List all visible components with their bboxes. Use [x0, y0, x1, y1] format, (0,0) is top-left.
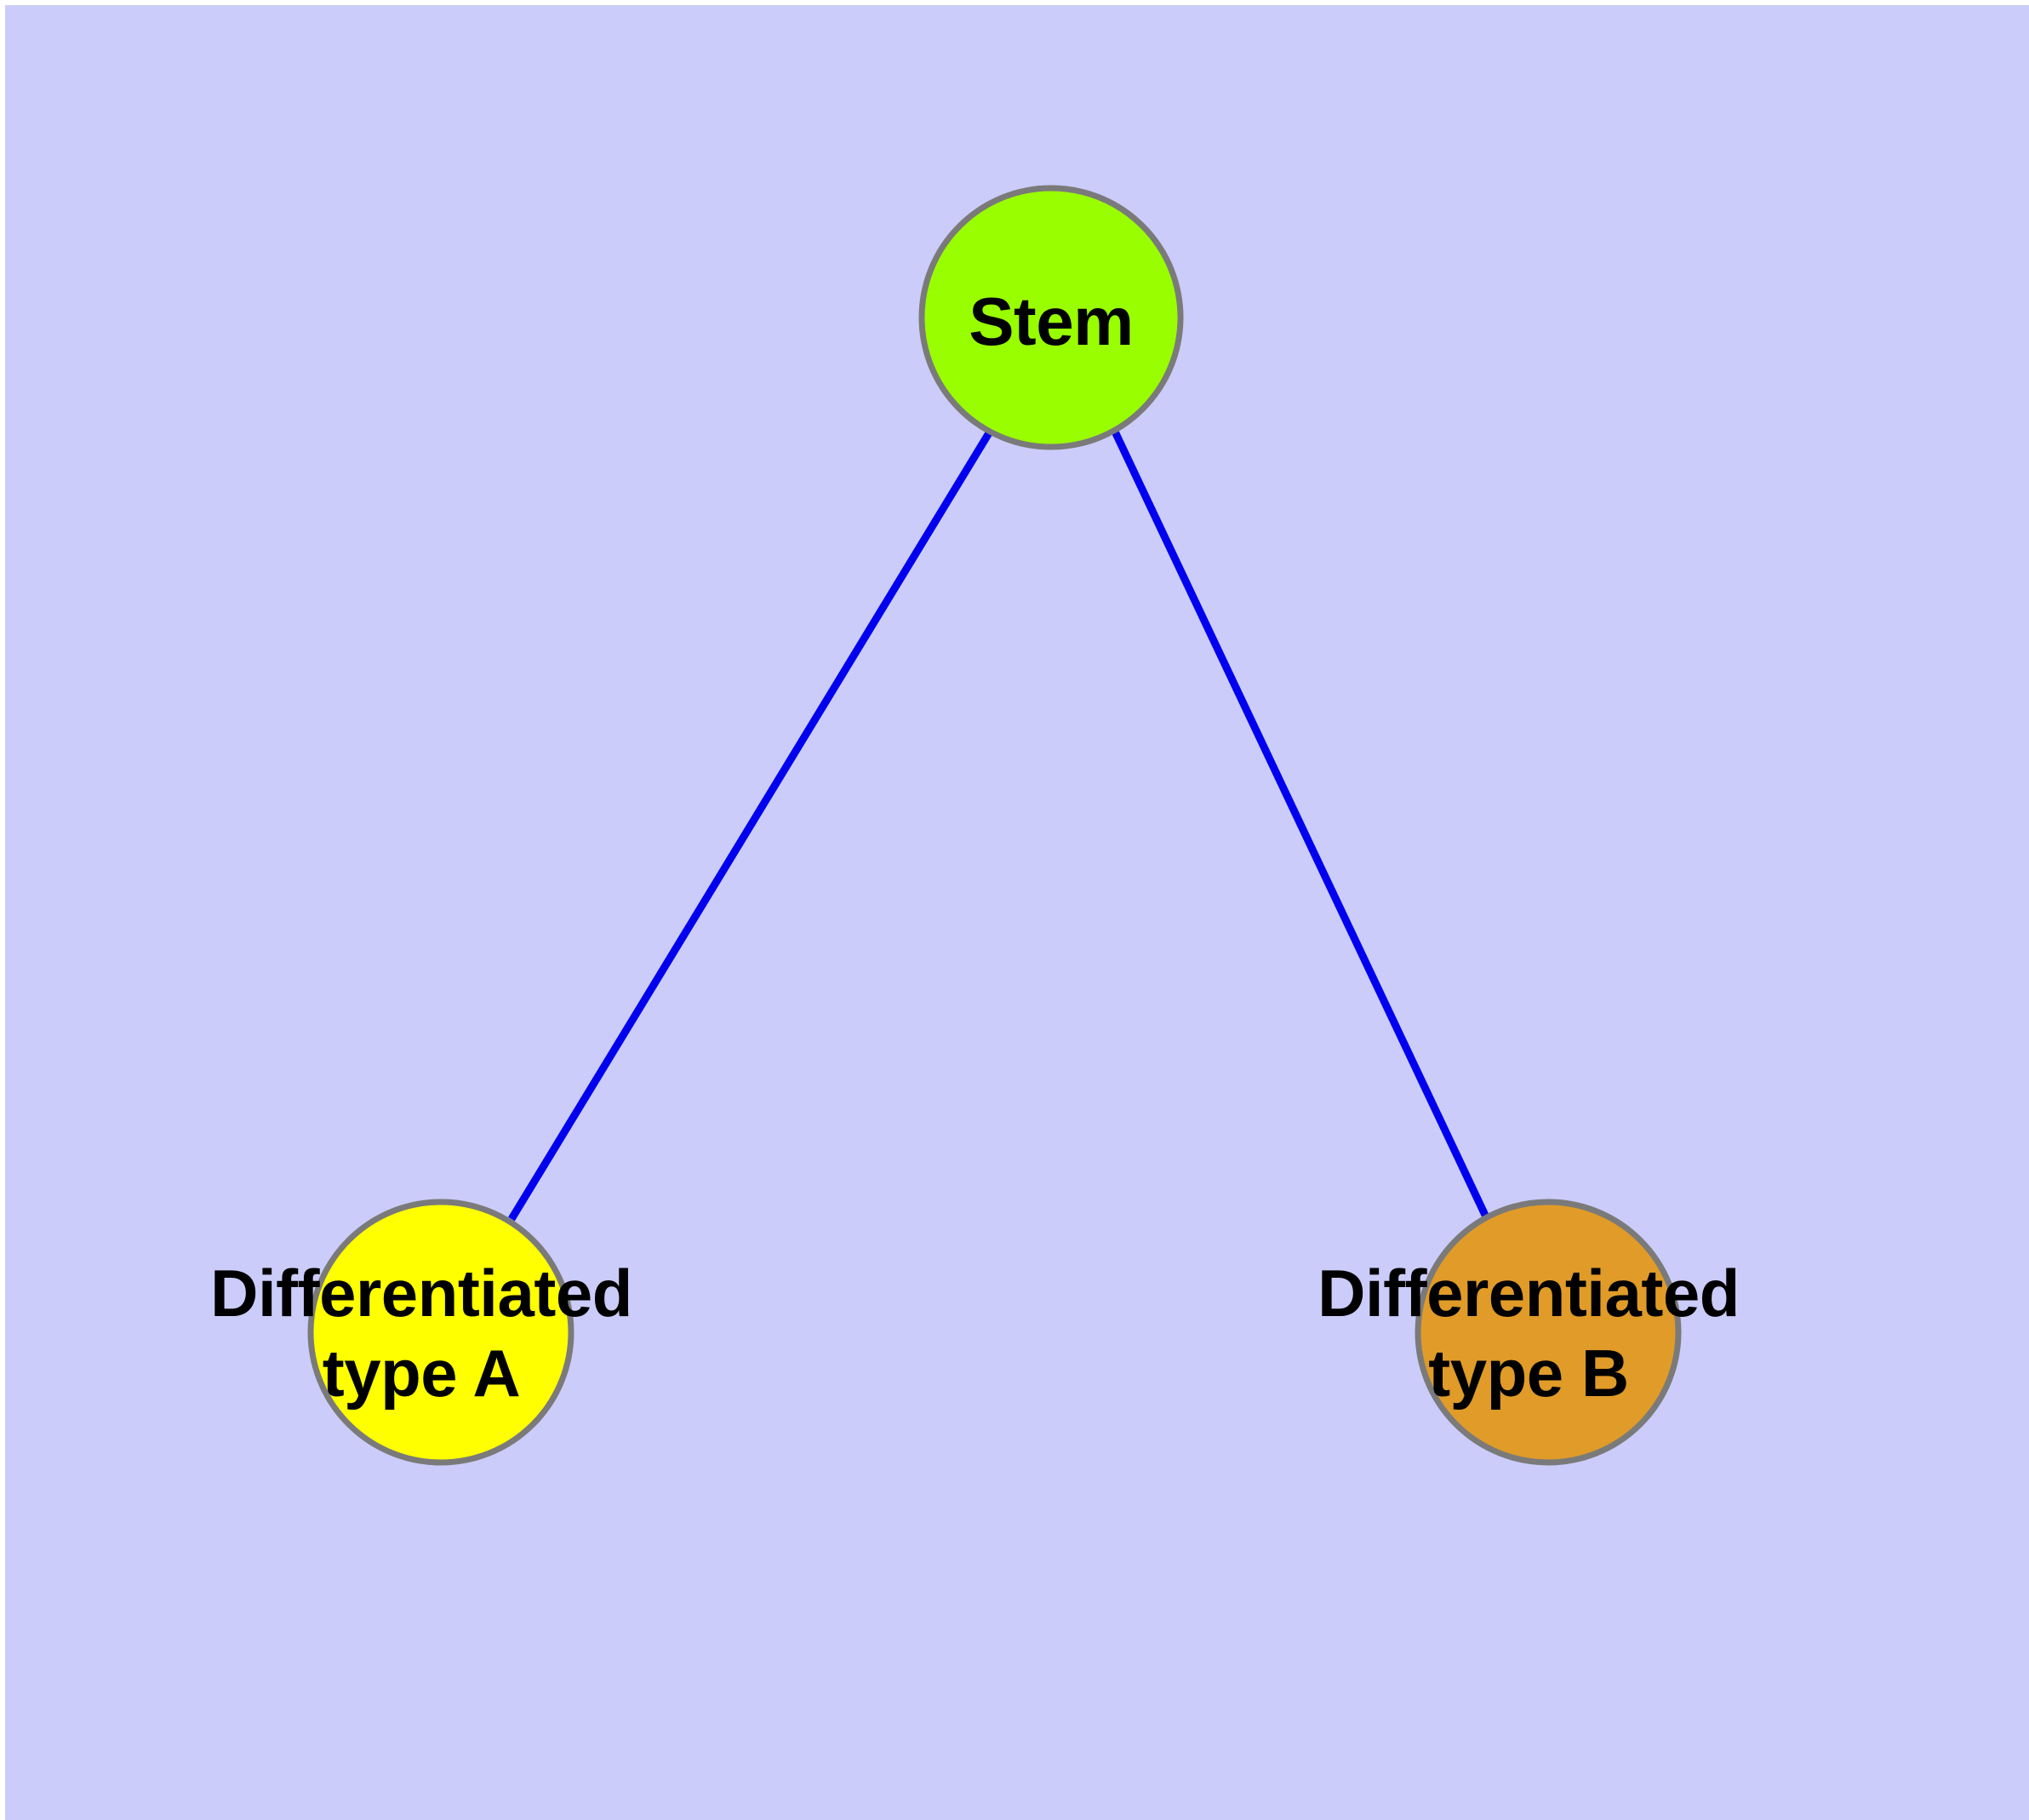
node-layer	[307, 185, 1682, 1466]
node-circle-differentiated-type-a[interactable]	[307, 1199, 574, 1466]
node-circle-differentiated-type-b[interactable]	[1415, 1199, 1682, 1466]
edge-stem-to-differentiated-type-b[interactable]	[1111, 430, 1494, 1226]
edge-stem-to-differentiated-type-a[interactable]	[508, 429, 993, 1222]
edge-layer	[508, 429, 1494, 1226]
node-circle-stem[interactable]	[918, 185, 1184, 450]
